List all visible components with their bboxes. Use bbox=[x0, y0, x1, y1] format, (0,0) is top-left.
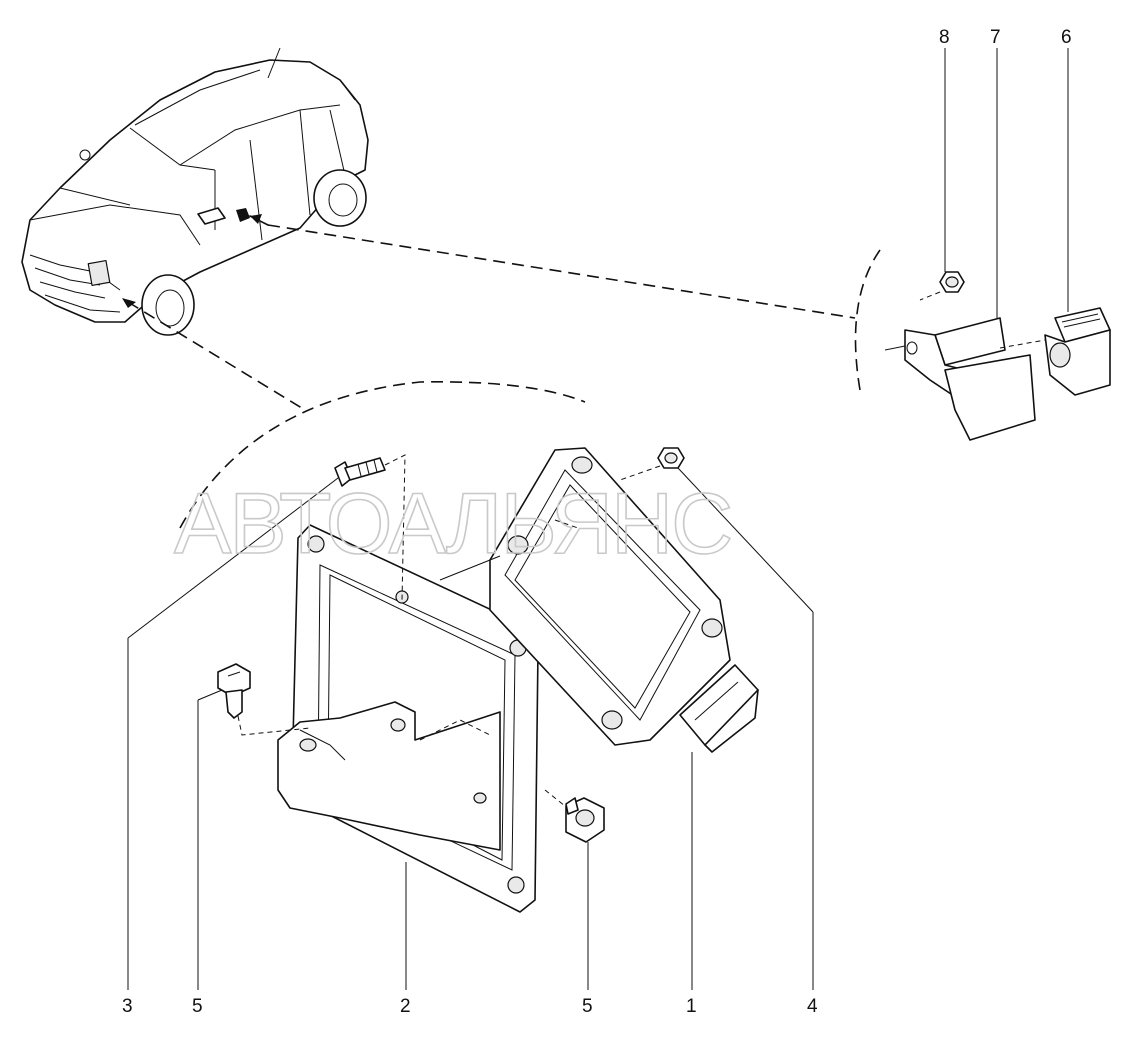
callout-3: 3 bbox=[122, 996, 133, 1017]
mirror bbox=[197, 207, 226, 225]
nut-4-axis bbox=[619, 465, 661, 481]
callout-1: 1 bbox=[686, 996, 697, 1017]
side-sensor-assembly bbox=[884, 271, 1111, 441]
callout-line-5a-b bbox=[197, 689, 223, 701]
control-unit-part-1 bbox=[489, 447, 759, 753]
bolt-3-axis bbox=[384, 454, 406, 601]
callout-7: 7 bbox=[990, 27, 1001, 48]
vehicle-illustration bbox=[21, 47, 369, 336]
bolt-part-3 bbox=[334, 457, 386, 487]
callout-line-4-b bbox=[677, 467, 814, 613]
callout-6: 6 bbox=[1061, 27, 1072, 48]
detail-arc-main bbox=[179, 381, 586, 529]
rear-wheel bbox=[313, 169, 367, 227]
callout-5-right: 5 bbox=[582, 996, 593, 1017]
leader-door-to-detail bbox=[267, 224, 856, 319]
callout-5-left: 5 bbox=[192, 996, 203, 1017]
screw-5-right-axis bbox=[544, 789, 566, 807]
callout-line-3-b bbox=[127, 477, 339, 639]
assembly-axis-a bbox=[419, 719, 491, 741]
callout-line-2-top bbox=[439, 555, 501, 581]
nut-part-8 bbox=[939, 271, 965, 293]
screw-5-left-axis bbox=[237, 715, 311, 736]
part-location-marker-front bbox=[87, 260, 111, 286]
nut-part-4 bbox=[657, 447, 685, 469]
assembly-axis-b bbox=[554, 519, 579, 529]
detail-arc-right bbox=[854, 249, 881, 391]
part-location-marker-door bbox=[236, 208, 250, 222]
bracket-part-7 bbox=[884, 317, 1036, 441]
watermark: АВТОАЛЬЯНС bbox=[174, 476, 731, 572]
callout-4: 4 bbox=[807, 996, 818, 1017]
screw-part-5-right bbox=[565, 797, 605, 843]
bracket-part-2 bbox=[277, 524, 539, 913]
callout-8: 8 bbox=[939, 27, 950, 48]
callout-2: 2 bbox=[400, 996, 411, 1017]
screw-part-5-left bbox=[217, 663, 251, 719]
sensor-part-6 bbox=[1044, 307, 1111, 396]
leader-front-to-detail bbox=[127, 301, 306, 411]
